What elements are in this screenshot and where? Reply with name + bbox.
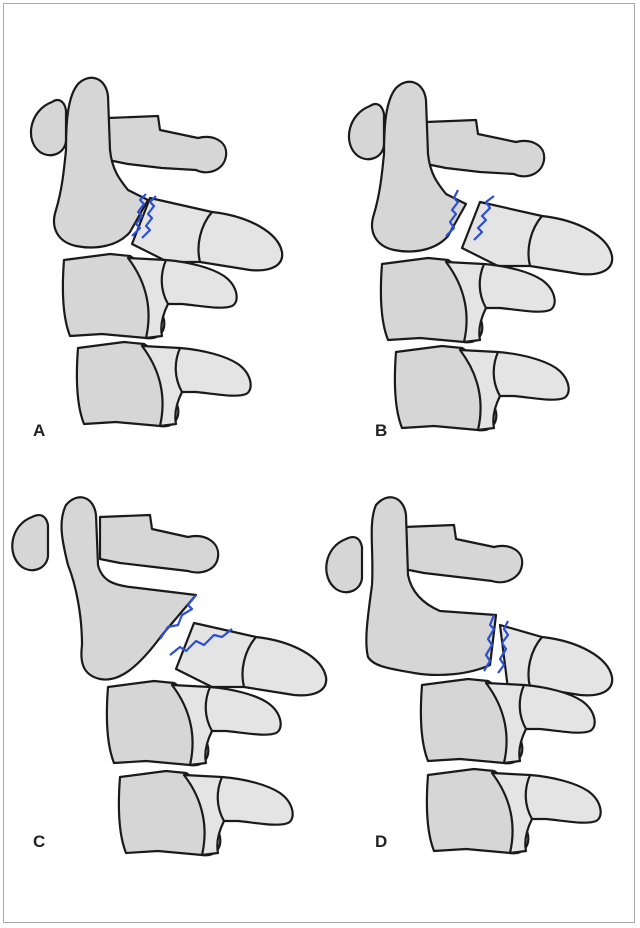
- c4-vertebra: [427, 769, 601, 853]
- c4-vertebra: [77, 342, 251, 426]
- c3-vertebra: [107, 681, 281, 765]
- panel-b: [349, 82, 612, 431]
- panel-label-b: B: [375, 421, 387, 441]
- panel-c: [12, 497, 326, 855]
- c4-vertebra: [119, 771, 293, 855]
- panel-a: [31, 78, 282, 427]
- c2-posterior-elements: [176, 623, 326, 695]
- panel-label-c: C: [33, 832, 45, 852]
- c3-vertebra: [381, 258, 555, 342]
- c3-vertebra: [63, 254, 237, 338]
- panel-d: [326, 497, 612, 853]
- c4-vertebra: [395, 346, 569, 430]
- panel-label-d: D: [375, 832, 387, 852]
- axis-vertebra: [326, 497, 522, 675]
- panel-label-a: A: [33, 421, 45, 441]
